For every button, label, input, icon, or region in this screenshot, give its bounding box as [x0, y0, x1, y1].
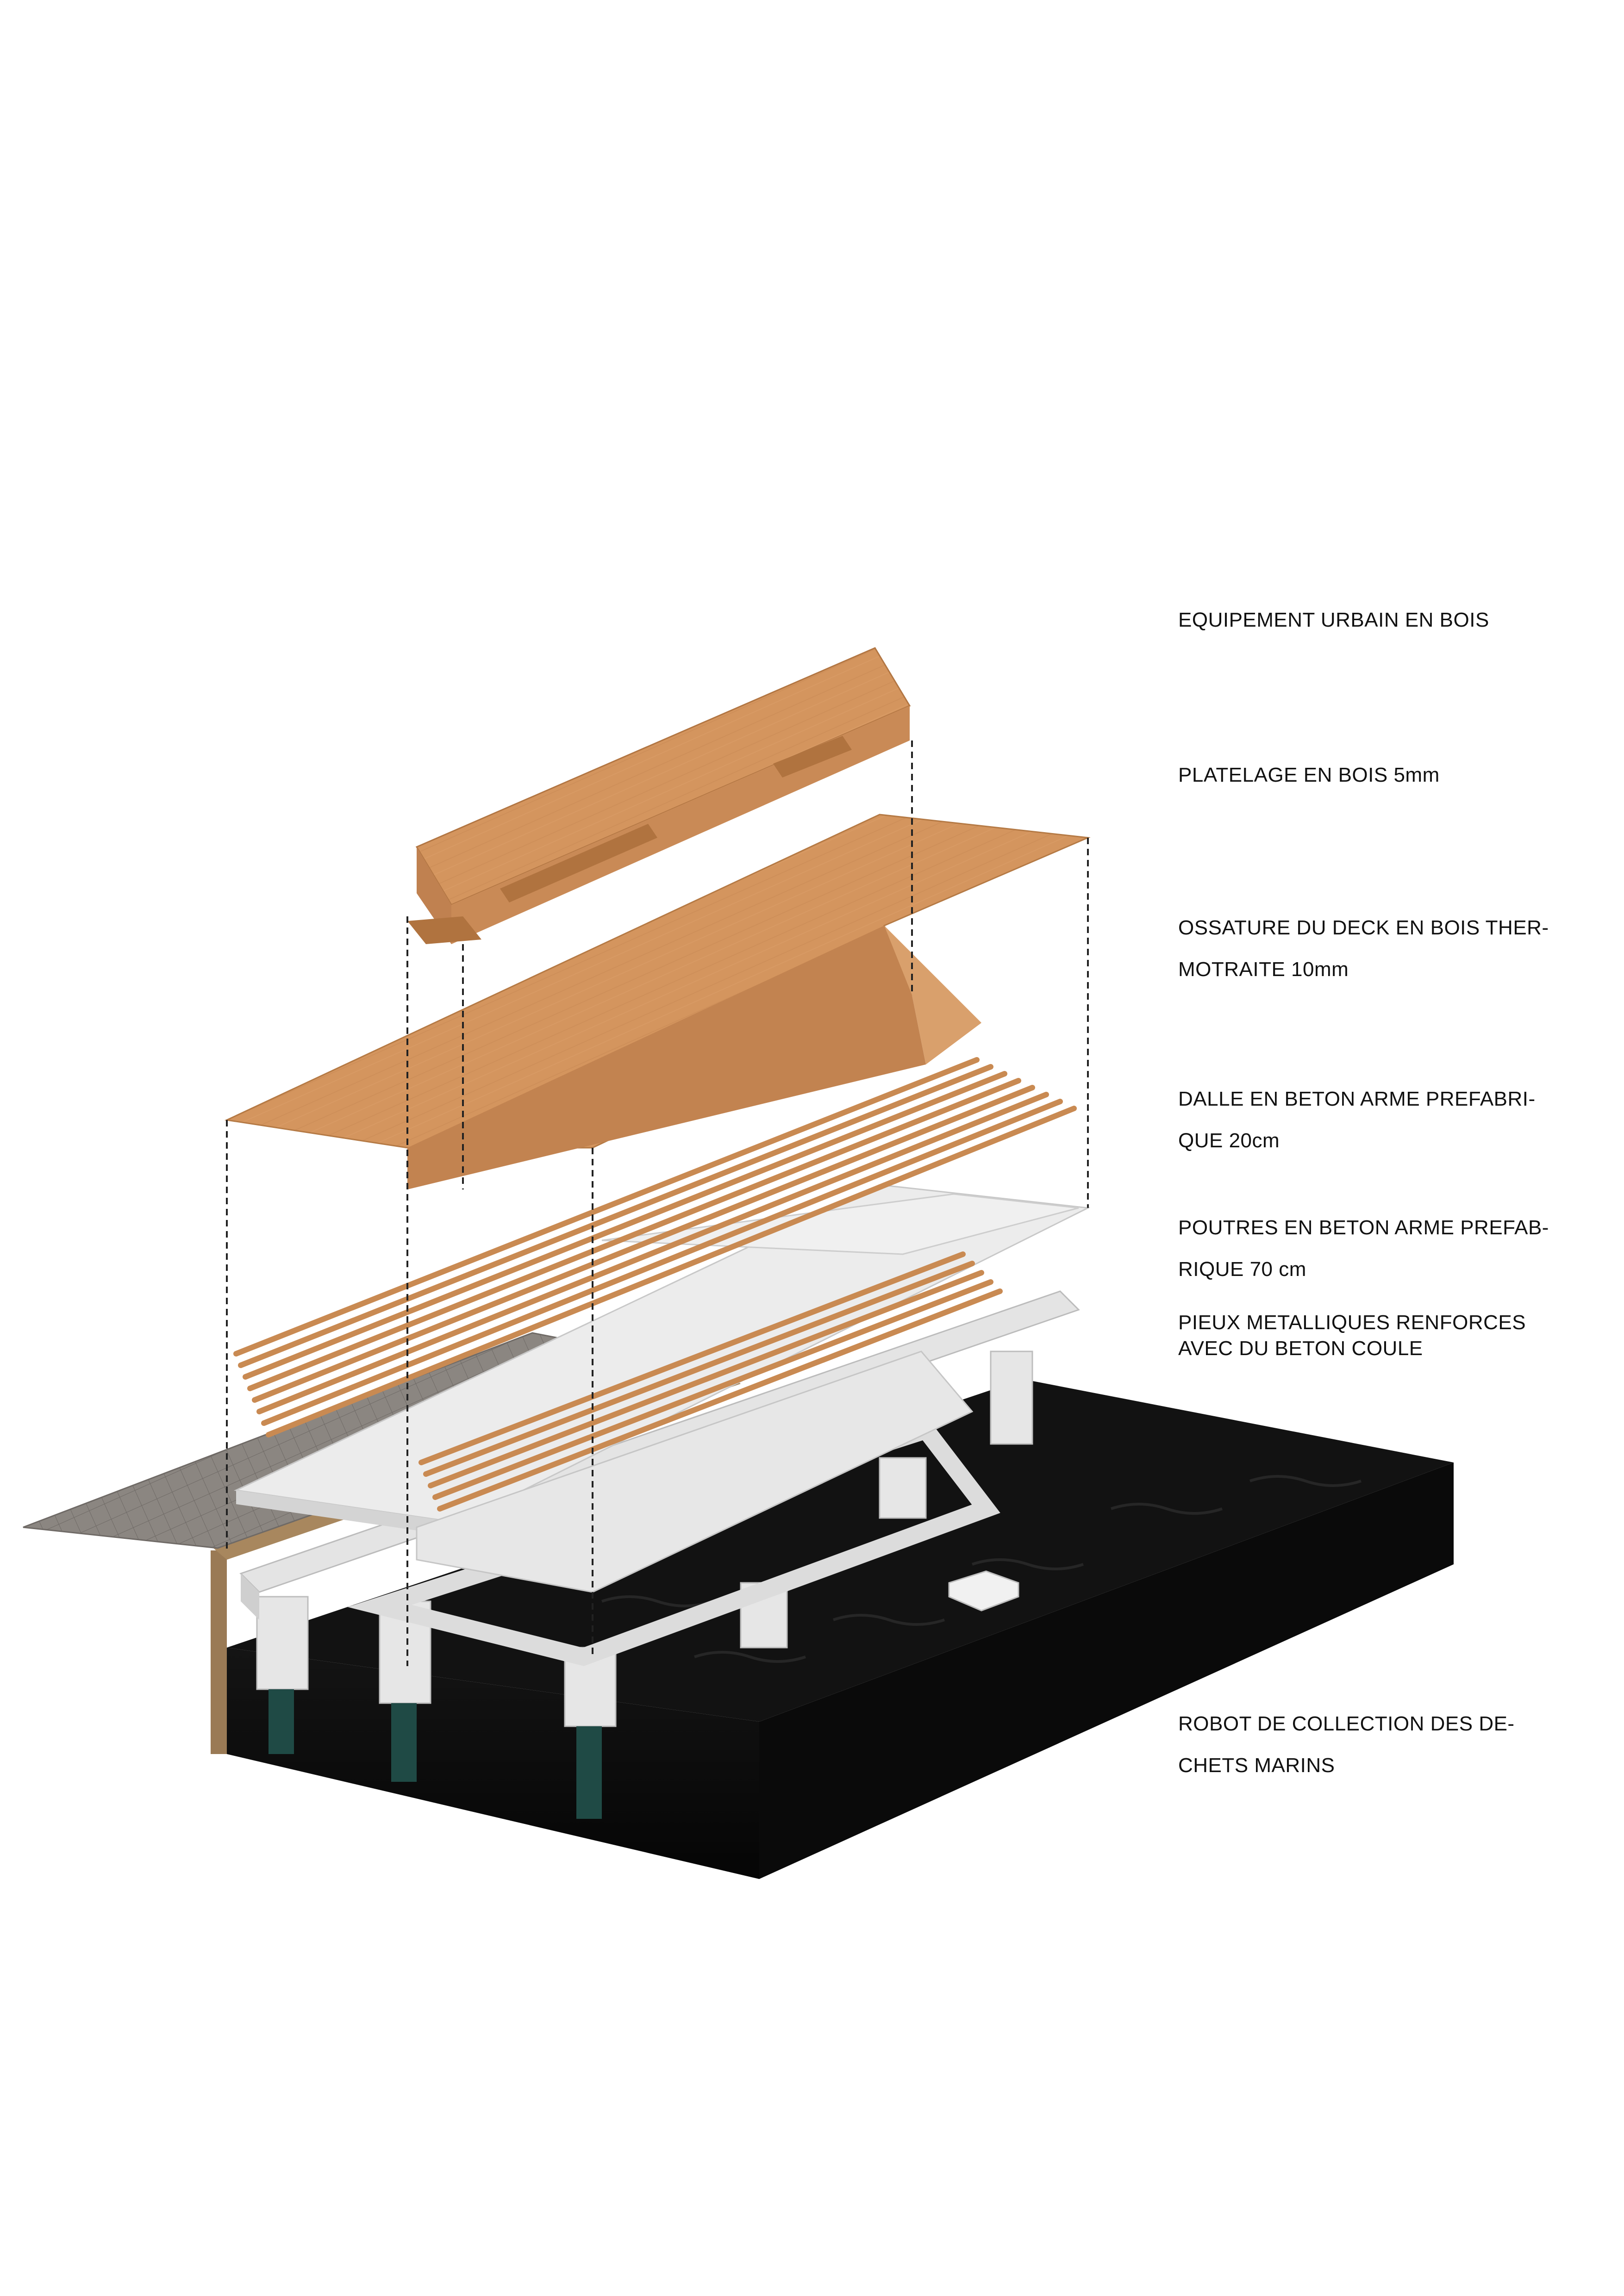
- deck-step-top: [884, 926, 981, 1064]
- concrete-slabs: [233, 1184, 1091, 1593]
- slab-tilted: [416, 1350, 974, 1593]
- water-ripples: [601, 1475, 1362, 1663]
- label-line: AVEC DU BETON COULE: [1178, 1337, 1423, 1360]
- water-right-face: [759, 1462, 1454, 1879]
- label-platelage: PLATELAGE EN BOIS 5mm: [1178, 754, 1440, 796]
- water-front-face: [227, 1648, 759, 1879]
- timber-decking: [224, 814, 1091, 1189]
- slab-lower-edge: [236, 1490, 458, 1537]
- label-dalle: DALLE EN BETON ARME PREFABRI- QUE 20cm: [1178, 1078, 1536, 1162]
- timber-joists: [233, 1057, 1077, 1512]
- pile: [990, 1350, 1033, 1445]
- robot-device: [948, 1570, 1019, 1612]
- pile: [879, 1457, 927, 1519]
- label-equipement-urbain: EQUIPEMENT URBAIN EN BOIS: [1178, 599, 1489, 641]
- bench-notches: [407, 736, 852, 944]
- label-line: CHETS MARINS: [1178, 1754, 1335, 1777]
- deck-step-face: [407, 926, 926, 1189]
- label-line: PLATELAGE EN BOIS 5mm: [1178, 764, 1440, 786]
- soil-face: [211, 1550, 227, 1754]
- projection-lines: [226, 740, 1089, 1666]
- beam-front-face: [241, 1574, 259, 1620]
- label-poutres: POUTRES EN BETON ARME PREFAB- RIQUE 70 c…: [1178, 1207, 1549, 1290]
- label-line: RIQUE 70 cm: [1178, 1258, 1306, 1281]
- label-ossature: OSSATURE DU DECK EN BOIS THER- MOTRAITE …: [1178, 907, 1549, 990]
- label-line: EQUIPEMENT URBAIN EN BOIS: [1178, 609, 1489, 631]
- label-line: QUE 20cm: [1178, 1129, 1280, 1152]
- label-line: OSSATURE DU DECK EN BOIS THER-: [1178, 916, 1549, 939]
- urban-furniture: [407, 647, 911, 944]
- label-line: ROBOT DE COLLECTION DES DE-: [1178, 1712, 1515, 1735]
- label-line: POUTRES EN BETON ARME PREFAB-: [1178, 1216, 1549, 1239]
- robot-body: [948, 1570, 1019, 1612]
- label-pieux: PIEUX METALLIQUES RENFORCES AVEC DU BETO…: [1178, 1310, 1526, 1362]
- label-line: MOTRAITE 10mm: [1178, 958, 1349, 981]
- label-line: DALLE EN BETON ARME PREFABRI-: [1178, 1088, 1536, 1110]
- label-robot: ROBOT DE COLLECTION DES DE- CHETS MARINS: [1178, 1703, 1515, 1786]
- label-line: PIEUX METALLIQUES RENFORCES: [1178, 1311, 1526, 1334]
- pile: [256, 1596, 309, 1754]
